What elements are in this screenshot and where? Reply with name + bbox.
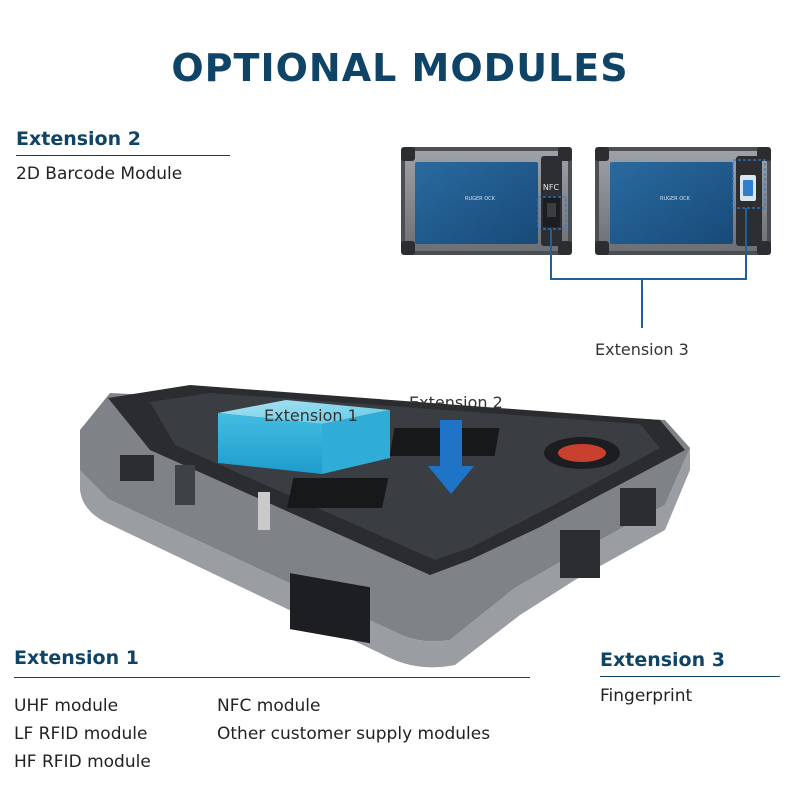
extension-2-item: 2D Barcode Module — [16, 164, 183, 184]
extension-3-item: Fingerprint — [600, 686, 693, 706]
extension-2-divider — [16, 155, 230, 156]
extension-3-heading: Extension 3 — [600, 649, 725, 671]
extension-1-divider — [14, 677, 530, 678]
extension-3-divider — [600, 676, 780, 677]
extension-1-heading: Extension 1 — [14, 647, 139, 669]
extension-1-item: UHF module — [14, 696, 119, 716]
extension-1-item: LF RFID module — [14, 724, 148, 744]
extension-1-item: HF RFID module — [14, 752, 151, 772]
fingerprint-module-highlight — [732, 159, 766, 209]
tablet-front-nfc: RUGER OCK — [401, 147, 572, 255]
tablet-front-fingerprint: RUGER OCK — [595, 147, 771, 255]
extension-1-module-cube — [218, 400, 390, 474]
extension-3-connector — [550, 208, 747, 280]
extension-2-callout: Extension 2 — [409, 393, 503, 412]
extension-1-item: NFC module — [217, 696, 321, 716]
page-title: OPTIONAL MODULES — [171, 46, 629, 90]
extension-3-callout: Extension 3 — [595, 340, 689, 359]
extension-2-arrow — [428, 420, 474, 494]
extension-1-callout: Extension 1 — [264, 406, 358, 425]
extension-1-item: Other customer supply modules — [217, 724, 491, 744]
extension-2-heading: Extension 2 — [16, 128, 141, 150]
nfc-label: NFC — [543, 183, 560, 192]
svg-text:RUGER OCK: RUGER OCK — [660, 196, 691, 202]
svg-text:RUGER OCK: RUGER OCK — [465, 196, 496, 202]
